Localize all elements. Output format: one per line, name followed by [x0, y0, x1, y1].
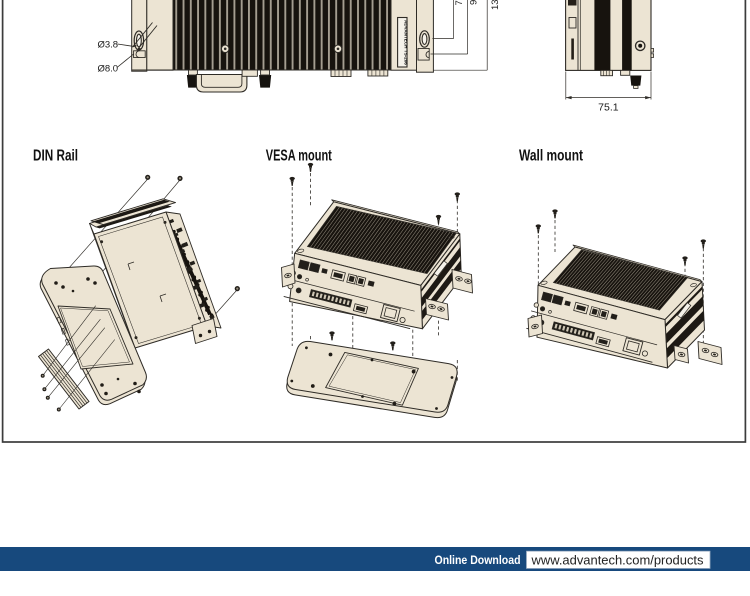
- svg-text:96.3: 96.3: [469, 0, 480, 5]
- svg-text:Ø8.0: Ø8.0: [98, 64, 119, 75]
- svg-text:ADVANTECH TS-206: ADVANTECH TS-206: [404, 20, 409, 65]
- svg-text:133.6: 133.6: [490, 0, 501, 10]
- svg-text:Wall mount: Wall mount: [519, 148, 583, 165]
- svg-text:Online Download: Online Download: [435, 553, 521, 567]
- svg-text:Ø3.8: Ø3.8: [98, 40, 119, 51]
- svg-text:www.advantech.com/products: www.advantech.com/products: [530, 554, 703, 568]
- svg-text:75.1: 75.1: [598, 102, 619, 114]
- svg-text:DIN Rail: DIN Rail: [33, 148, 78, 165]
- svg-text:VESA mount: VESA mount: [266, 148, 332, 165]
- svg-text:75.5: 75.5: [454, 0, 465, 6]
